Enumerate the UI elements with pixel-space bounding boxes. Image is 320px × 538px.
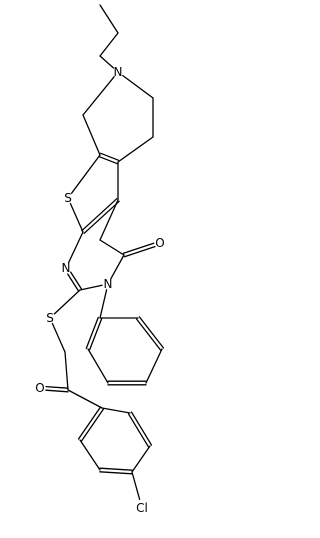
- bond-c2-s2: [53, 289, 81, 315]
- bond-ar1-ar2-double-1: [77, 406, 102, 440]
- molecule-structure-diagram: N S N N O S O Cl: [35, 4, 165, 515]
- bond-n3-c4: [110, 254, 125, 280]
- bond-layer: [45, 4, 165, 500]
- atom-label-o: O: [155, 236, 164, 250]
- bond-c3a-c9a-double-0: [83, 200, 120, 234]
- bond-c9a-n1: [67, 231, 84, 264]
- bond-ar5-ar6-double-1: [130, 411, 153, 446]
- atom-label-n7: N: [114, 65, 123, 79]
- bond-ph4-ph5: [145, 348, 163, 384]
- bond-c2-n3: [79, 284, 103, 291]
- atom-label-n1: N: [62, 261, 71, 275]
- bond-n7-c8: [82, 76, 115, 116]
- bond-co-ar1: [67, 389, 103, 409]
- bond-c8a-s: [70, 154, 101, 194]
- bond-ph5-ph6-double-1: [138, 316, 165, 349]
- bond-cpr3-cpr2: [99, 4, 119, 34]
- atom-label-s2: S: [46, 311, 54, 325]
- bond-s-c9a: [69, 202, 84, 233]
- bond-cpr1-n7: [99, 55, 115, 69]
- bond-c4-o-double-1: [123, 245, 156, 258]
- bond-ar4-cl: [131, 471, 141, 500]
- bond-ar2-ar3: [79, 439, 101, 471]
- bond-ar3-ar4-double-1: [99, 471, 133, 475]
- bond-ar4-ar5: [131, 445, 151, 473]
- bond-ph1-ph2-double-0: [89, 317, 103, 351]
- bond-ar6-ar1: [101, 407, 131, 414]
- bond-ch2-co: [64, 351, 69, 391]
- atom-label-cl: Cl: [136, 501, 148, 515]
- atom-label-layer: N S N N O S O Cl: [35, 65, 164, 515]
- bond-ar5-ar6-double-0: [127, 413, 150, 448]
- bond-ph1-ph2-double-1: [85, 316, 99, 350]
- bond-c5-c4b: [117, 136, 154, 163]
- bond-c4-c4a: [99, 239, 125, 256]
- bond-n3-ph1: [99, 289, 108, 319]
- bond-ph5-ph6-double-0: [135, 318, 162, 351]
- bond-s2-ch2: [51, 322, 66, 353]
- bond-n7-c6: [122, 74, 154, 99]
- bond-ar1-ar2-double-0: [80, 408, 105, 442]
- bond-c4-o-double-0: [122, 242, 155, 254]
- bond-c8a-c4b-double-0: [100, 152, 120, 161]
- bond-c8a-c4b-double-1: [98, 156, 118, 165]
- bond-c3a-c9a-double-1: [81, 198, 118, 232]
- bond-n1-c2-double-1: [67, 273, 80, 292]
- atom-label-o2: O: [35, 381, 44, 395]
- bond-c8-c8a: [82, 114, 101, 156]
- atom-label-s: S: [64, 191, 72, 205]
- bond-c3a-c4a: [99, 199, 119, 241]
- atom-label-n3: N: [104, 277, 113, 291]
- bond-co-o2-double-0: [45, 389, 69, 393]
- bond-n1-c2-double-0: [70, 271, 83, 290]
- bond-cpr2-cpr1: [99, 32, 119, 57]
- bond-ph2-ph3: [87, 348, 109, 384]
- bond-ar3-ar4-double-0: [99, 467, 133, 471]
- bond-co-o2-double-1: [45, 385, 69, 389]
